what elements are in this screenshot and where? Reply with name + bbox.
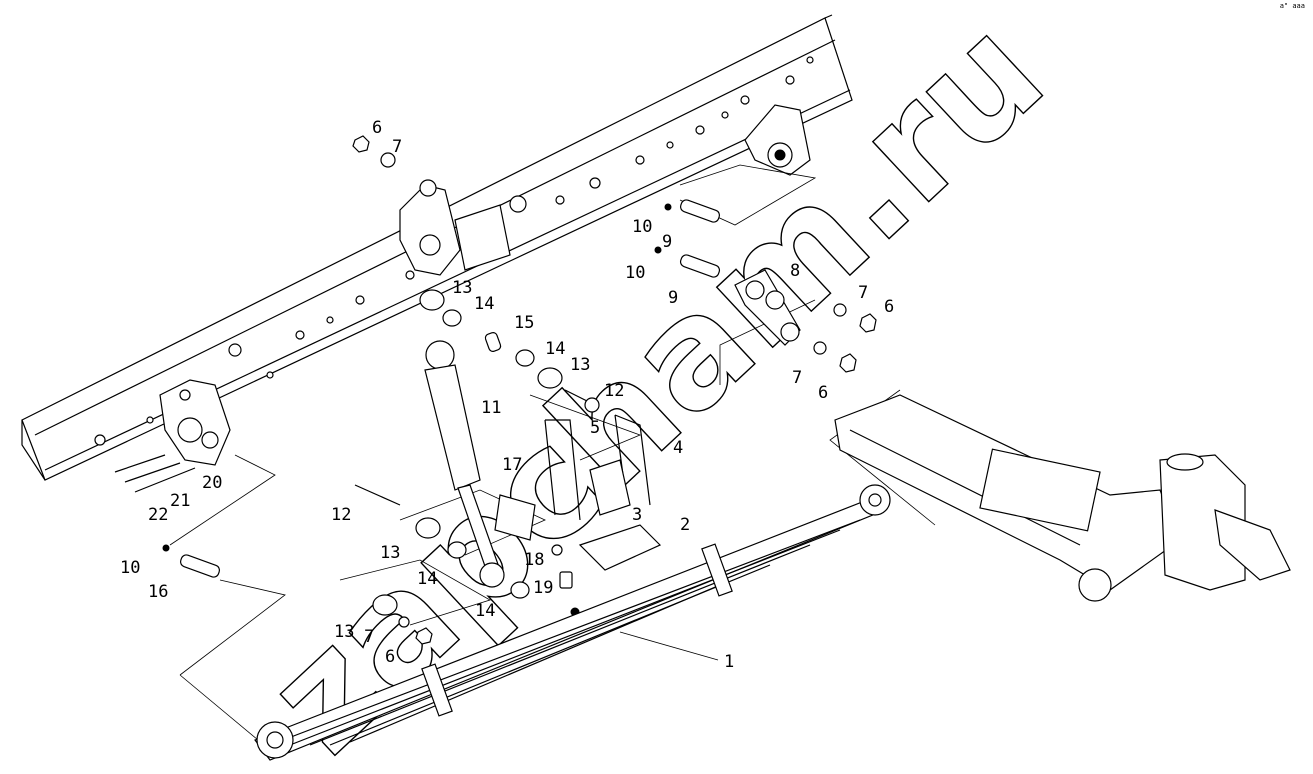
callout-11: 11	[481, 398, 501, 418]
middle-bracket	[399, 179, 511, 276]
callout-6: 6	[372, 118, 382, 138]
callout-5: 5	[590, 418, 600, 438]
callout-4: 4	[673, 438, 683, 458]
callout-12: 12	[331, 505, 351, 525]
shackle-pins	[654, 199, 721, 278]
callout-21: 21	[170, 491, 190, 511]
callout-13: 13	[570, 355, 590, 375]
callout-10: 10	[625, 263, 645, 283]
callout-3: 3	[632, 505, 642, 525]
callout-7: 7	[364, 627, 374, 647]
callout-14: 14	[475, 601, 495, 621]
callout-6: 6	[818, 383, 828, 403]
front-axle	[834, 394, 1291, 602]
nuts-washers-right	[352, 135, 877, 373]
rear-shackle-bracket	[744, 104, 811, 176]
callout-14: 14	[474, 294, 494, 314]
shock-lower-bracket	[494, 494, 580, 617]
corner-mark: a" aaa	[1279, 2, 1305, 10]
callout-9: 9	[668, 288, 678, 308]
callout-8: 8	[790, 261, 800, 281]
front-spring-bracket	[159, 379, 231, 466]
spacer-pad	[578, 459, 662, 571]
shock-absorber	[424, 340, 505, 588]
callout-1: 1	[724, 652, 734, 672]
callout-17: 17	[502, 455, 522, 475]
shackle	[734, 269, 801, 346]
callout-19: 19	[533, 578, 553, 598]
callout-10: 10	[120, 558, 140, 578]
callout-9: 9	[662, 232, 672, 252]
callout-13: 13	[334, 622, 354, 642]
callout-18: 18	[524, 550, 544, 570]
callout-14: 14	[545, 339, 565, 359]
callout-20: 20	[202, 473, 222, 493]
callout-10: 10	[632, 217, 652, 237]
callout-22: 22	[148, 505, 168, 525]
callout-6: 6	[884, 297, 894, 317]
callout-7: 7	[858, 283, 868, 303]
bolts	[354, 389, 600, 506]
callout-13: 13	[452, 278, 472, 298]
callout-6: 6	[385, 647, 395, 667]
callout-15: 15	[514, 313, 534, 333]
left-pins	[114, 454, 221, 578]
callout-16: 16	[148, 582, 168, 602]
callout-2: 2	[680, 515, 690, 535]
callout-labels: 6 7 10 9 10 9 8 7 6 7 6 13 14 15 14 13 1…	[120, 118, 894, 672]
callout-14: 14	[417, 569, 437, 589]
bushings-washers	[372, 289, 563, 645]
callout-13: 13	[380, 543, 400, 563]
callout-7: 7	[392, 137, 402, 157]
callout-7: 7	[792, 368, 802, 388]
callout-12: 12	[604, 381, 624, 401]
leaf-spring	[254, 484, 891, 761]
